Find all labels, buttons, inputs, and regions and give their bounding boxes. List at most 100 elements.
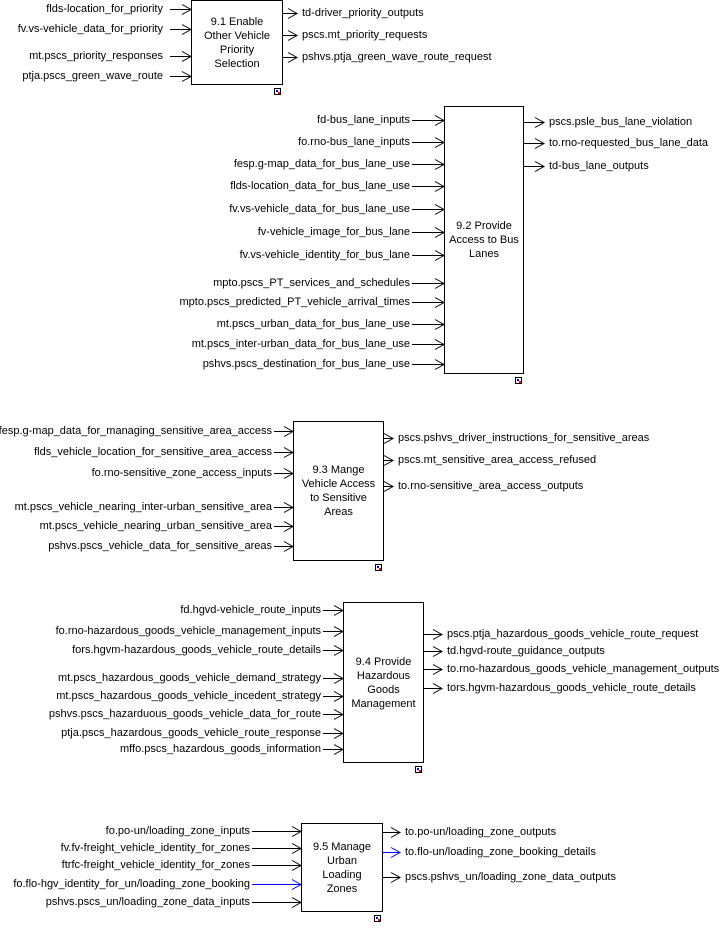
output-flow-label[interactable]: pscs.pshvs_driver_instructions_for_sensi… bbox=[398, 432, 650, 444]
arrowhead-icon bbox=[383, 481, 395, 492]
arrowhead-icon bbox=[383, 433, 395, 444]
output-flow-label[interactable]: to.po-un/loading_zone_outputs bbox=[405, 826, 557, 838]
process-box-9-1[interactable]: 9.1 Enable Other Vehicle Priority Select… bbox=[191, 0, 283, 85]
input-arrow bbox=[274, 541, 295, 552]
input-flow-label[interactable]: flds-location_data_for_bus_lane_use bbox=[230, 180, 410, 192]
input-flow-label[interactable]: fo.rno-hazardous_goods_vehicle_managemen… bbox=[55, 625, 321, 637]
input-arrow bbox=[412, 204, 446, 215]
input-flow-label[interactable]: mt.pscs_hazardous_goods_vehicle_incedent… bbox=[56, 690, 321, 702]
arrowhead-icon bbox=[287, 52, 299, 63]
input-arrow bbox=[323, 673, 345, 684]
input-flow-label[interactable]: fv.vs-vehicle_identity_for_bus_lane bbox=[239, 249, 410, 261]
process-title: 9.5 Manage Urban Loading Zones bbox=[312, 840, 372, 895]
input-flow-label[interactable]: pshvs.pscs_un/loading_zone_data_inputs bbox=[45, 896, 250, 908]
input-flow-label[interactable]: mt.pscs_priority_responses bbox=[29, 50, 163, 62]
process-box-9-2[interactable]: 9.2 Provide Access to Bus Lanes bbox=[444, 106, 524, 374]
output-arrow bbox=[424, 646, 444, 657]
output-flow-label[interactable]: pshvs.ptja_green_wave_route_request bbox=[302, 51, 492, 63]
output-flow-label[interactable]: pscs.psle_bus_lane_violation bbox=[549, 116, 693, 128]
arrowhead-icon bbox=[432, 646, 444, 657]
input-flow-label[interactable]: mt.pscs_hazardous_goods_vehicle_demand_s… bbox=[58, 672, 321, 684]
arrowhead-icon bbox=[534, 138, 546, 149]
decomposition-icon[interactable] bbox=[374, 915, 381, 922]
arrowhead-icon bbox=[432, 664, 444, 675]
input-arrow bbox=[252, 897, 303, 908]
decomposition-icon[interactable] bbox=[274, 88, 281, 95]
input-arrow bbox=[412, 250, 446, 261]
output-arrow bbox=[383, 455, 395, 466]
input-flow-label[interactable]: pshvs.pscs_destination_for_bus_lane_use bbox=[202, 358, 410, 370]
input-flow-label[interactable]: ptja.pscs_green_wave_route bbox=[22, 70, 163, 82]
output-arrow bbox=[524, 161, 546, 172]
input-flow-label[interactable]: fo.po-un/loading_zone_inputs bbox=[105, 825, 250, 837]
output-arrow bbox=[424, 664, 444, 675]
output-flow-label[interactable]: td-driver_priority_outputs bbox=[302, 7, 424, 19]
output-arrow bbox=[524, 138, 546, 149]
input-flow-label[interactable]: pshvs.pscs_hazarduous_goods_vehicle_data… bbox=[48, 708, 321, 720]
input-flow-label[interactable]: ptja.pscs_hazardous_goods_vehicle_route_… bbox=[61, 727, 321, 739]
input-flow-label[interactable]: fesp.g-map_data_for_managing_sensitive_a… bbox=[0, 425, 272, 437]
arrowhead-icon bbox=[287, 8, 299, 19]
input-arrow bbox=[412, 319, 446, 330]
input-flow-label[interactable]: fo.rno-bus_lane_inputs bbox=[298, 136, 410, 148]
output-flow-label[interactable]: to.flo-un/loading_zone_booking_details bbox=[405, 846, 596, 858]
input-flow-label[interactable]: flds_vehicle_location_for_sensitive_area… bbox=[34, 446, 272, 458]
decomposition-icon[interactable] bbox=[375, 564, 382, 571]
process-box-9-3[interactable]: 9.3 Mange Vehicle Access to Sensitive Ar… bbox=[293, 421, 384, 561]
arrowhead-icon bbox=[534, 161, 546, 172]
arrowhead-icon bbox=[287, 30, 299, 41]
input-flow-label[interactable]: mpto.pscs_predicted_PT_vehicle_arrival_t… bbox=[179, 296, 411, 308]
input-flow-label[interactable]: fv.vs-vehicle_data_for_bus_lane_use bbox=[229, 203, 410, 215]
output-flow-label[interactable]: pscs.mt_sensitive_area_access_refused bbox=[398, 454, 597, 466]
input-flow-label[interactable]: ftrfc-freight_vehicle_identity_for_zones bbox=[61, 859, 250, 871]
input-arrow bbox=[412, 227, 446, 238]
output-flow-label[interactable]: to.rno-requested_bus_lane_data bbox=[549, 137, 709, 149]
arrowhead-icon bbox=[390, 827, 402, 838]
output-flow-label[interactable]: pscs.pshvs_un/loading_zone_data_outputs bbox=[405, 871, 616, 883]
output-flow-label[interactable]: td.hgvd-route_guidance_outputs bbox=[447, 645, 605, 657]
input-flow-label[interactable]: flds-location_for_priority bbox=[46, 3, 163, 15]
input-arrow bbox=[412, 339, 446, 350]
decomposition-icon[interactable] bbox=[515, 377, 522, 384]
output-flow-label[interactable]: td-bus_lane_outputs bbox=[549, 160, 649, 172]
input-flow-label[interactable]: fo.rno-sensitive_zone_access_inputs bbox=[91, 467, 272, 479]
input-flow-label[interactable]: mt.pscs_vehicle_nearing_urban_sensitive_… bbox=[39, 520, 272, 532]
input-arrow bbox=[252, 843, 303, 854]
input-flow-label[interactable]: mt.pscs_vehicle_nearing_inter-urban_sens… bbox=[14, 501, 272, 513]
input-flow-label[interactable]: fors.hgvm-hazardous_goods_vehicle_route_… bbox=[72, 644, 321, 656]
input-flow-label[interactable]: fo.flo-hgv_identity_for_un/loading_zone_… bbox=[13, 878, 250, 890]
process-box-9-5[interactable]: 9.5 Manage Urban Loading Zones bbox=[301, 823, 383, 912]
input-flow-label[interactable]: pshvs.pscs_vehicle_data_for_sensitive_ar… bbox=[48, 540, 272, 552]
input-flow-label[interactable]: fd-bus_lane_inputs bbox=[317, 114, 410, 126]
input-flow-label[interactable]: fesp.g-map_data_for_bus_lane_use bbox=[233, 158, 410, 170]
output-flow-label[interactable]: pscs.mt_priority_requests bbox=[302, 29, 428, 41]
output-arrow bbox=[424, 629, 444, 640]
output-arrow bbox=[283, 8, 299, 19]
input-flow-label[interactable]: mffo.pscs_hazardous_goods_information bbox=[120, 743, 321, 755]
input-flow-label[interactable]: fv.vs-vehicle_data_for_priority bbox=[17, 23, 163, 35]
input-flow-label[interactable]: fd.hgvd-vehicle_route_inputs bbox=[180, 604, 321, 616]
input-flow-label[interactable]: mt.pscs_inter-urban_data_for_bus_lane_us… bbox=[191, 338, 410, 350]
arrowhead-icon bbox=[432, 629, 444, 640]
process-title: 9.1 Enable Other Vehicle Priority Select… bbox=[203, 15, 271, 70]
output-flow-label[interactable]: pscs.ptja_hazardous_goods_vehicle_route_… bbox=[447, 628, 699, 640]
input-flow-label[interactable]: fv.fv-freight_vehicle_identity_for_zones bbox=[60, 842, 250, 854]
process-box-9-4[interactable]: 9.4 Provide Hazardous Goods Management bbox=[343, 602, 424, 763]
input-arrow bbox=[170, 71, 193, 82]
input-arrow bbox=[412, 359, 446, 370]
output-arrow bbox=[383, 872, 402, 883]
input-arrow bbox=[170, 51, 193, 62]
decomposition-icon[interactable] bbox=[415, 766, 422, 773]
output-flow-label[interactable]: to.rno-hazardous_goods_vehicle_managemen… bbox=[447, 663, 720, 675]
input-flow-label[interactable]: mt.pscs_urban_data_for_bus_lane_use bbox=[216, 318, 410, 330]
output-flow-label[interactable]: tors.hgvm-hazardous_goods_vehicle_route_… bbox=[447, 682, 696, 694]
input-flow-label[interactable]: mpto.pscs_PT_services_and_schedules bbox=[213, 277, 410, 289]
input-arrow bbox=[252, 860, 303, 871]
input-flow-label[interactable]: fv-vehicle_image_for_bus_lane bbox=[257, 226, 410, 238]
output-flow-label[interactable]: to.rno-sensitive_area_access_outputs bbox=[398, 480, 584, 492]
output-arrow bbox=[424, 683, 444, 694]
input-arrow bbox=[323, 709, 345, 720]
arrowhead-icon bbox=[432, 683, 444, 694]
